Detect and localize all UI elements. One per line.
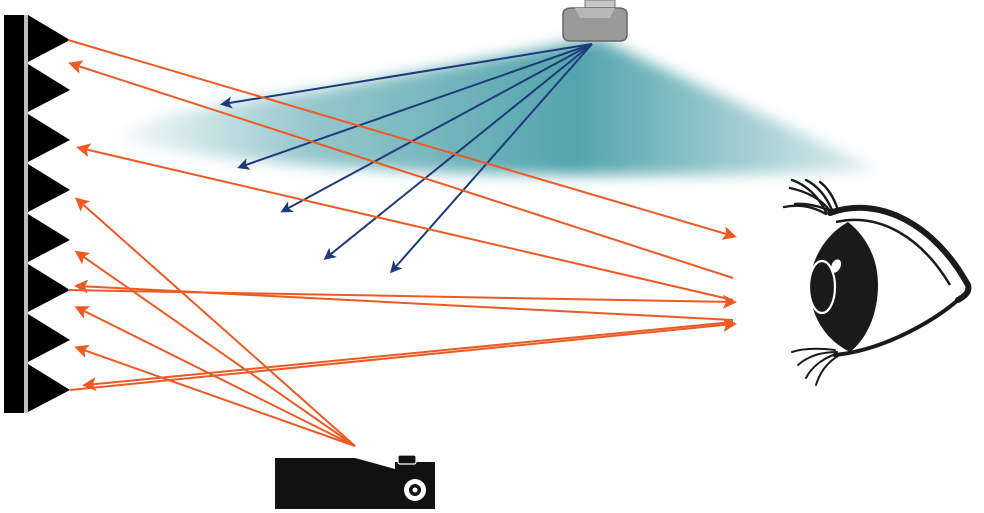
reflected-ray (76, 143, 734, 301)
reflected-ray (67, 39, 737, 240)
sawtooth-screen-icon (4, 15, 70, 413)
projection-ray (74, 306, 356, 447)
ambient-ray (323, 43, 593, 260)
reflected-ray (67, 289, 737, 309)
reflected-rays (67, 39, 737, 391)
ambient-ray (280, 43, 593, 213)
ambient-light-rays (220, 43, 593, 274)
projection-ray (74, 250, 356, 447)
projector-to-screen-rays (74, 197, 356, 447)
ambient-ray (390, 43, 593, 274)
projector-icon (275, 454, 435, 509)
ambient-ray (237, 43, 593, 170)
reflected-ray (68, 60, 734, 279)
reflected-ray (69, 318, 737, 391)
eye-icon (782, 178, 972, 386)
reflected-ray (82, 321, 734, 391)
ceiling-lamp-icon (562, 0, 628, 42)
projection-ray (74, 344, 356, 447)
ambient-ray (220, 43, 593, 109)
projection-ray (75, 197, 356, 447)
